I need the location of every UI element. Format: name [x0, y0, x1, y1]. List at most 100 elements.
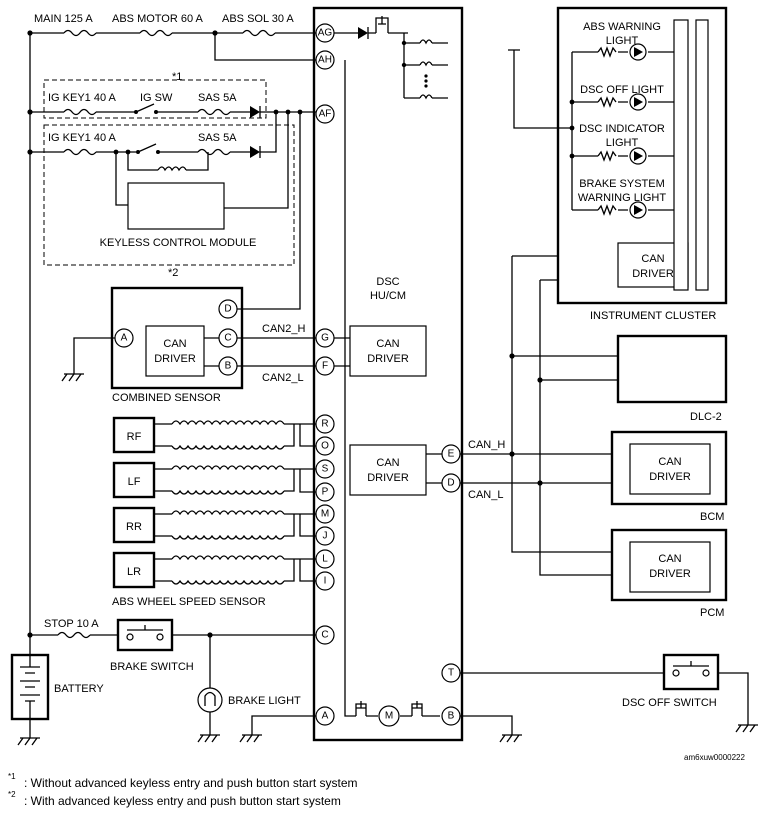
dsc-off-switch-label: DSC OFF SWITCH — [622, 697, 717, 709]
footnote-1-mark: *1 — [8, 772, 16, 781]
brake-switch-contact-icon — [126, 625, 164, 641]
bcm-can-label-a: CAN — [658, 456, 681, 468]
pcm-can-driver — [629, 541, 711, 593]
dlc-2-label: DLC-2 — [690, 411, 722, 423]
wheel-sensor-group-label: ABS WHEEL SPEED SENSOR — [112, 596, 266, 608]
brake-light-label: BRAKE LIGHT — [228, 695, 301, 707]
brake-warning-light-label-a: BRAKE SYSTEM — [579, 178, 665, 190]
ground-icon — [239, 734, 262, 743]
motor-symbol: M — [385, 711, 393, 722]
combined-can-label-b: DRIVER — [154, 353, 196, 365]
wheel-sensor-rf — [112, 416, 316, 454]
footnote-2-mark: *2 — [8, 790, 16, 799]
diode-icon — [250, 146, 260, 158]
cluster-can-label-a: CAN — [641, 253, 664, 265]
combined-pin-a: A — [121, 333, 128, 344]
option-1-mark: *1 — [172, 71, 182, 83]
dsc-pump-motor-icon — [378, 705, 400, 727]
pin-e: E — [448, 449, 455, 460]
dsc-ground-wiring — [239, 60, 522, 743]
brake-circuit-wiring — [27, 631, 316, 743]
ig-key-circuit-1 — [27, 103, 316, 118]
ground-icon — [197, 734, 220, 743]
main-fuse-icon — [63, 29, 97, 37]
pin-g: G — [321, 333, 329, 344]
can2-l-label: CAN2_L — [262, 372, 304, 384]
ground-icon — [17, 737, 40, 746]
power-feed-wiring — [27, 30, 316, 655]
ground-icon — [499, 734, 522, 743]
option-1-boundary — [43, 79, 267, 119]
can-l-label: CAN_L — [468, 489, 503, 501]
dsc-can-driver-1-label-a: CAN — [376, 338, 399, 350]
warning-lamp-icons — [629, 43, 647, 219]
dsc-can-driver-1-label-b: DRIVER — [367, 353, 409, 365]
combined-sensor-label: COMBINED SENSOR — [112, 392, 221, 404]
combined-sensor-can-driver — [145, 325, 205, 377]
dsc-off-switch-wiring — [460, 672, 749, 725]
abs-warning-light-label-b: LIGHT — [606, 35, 639, 47]
footnote-1-text: : Without advanced keyless entry and pus… — [24, 776, 358, 790]
abs-sol-fuse-icon — [242, 29, 276, 37]
pin-b: B — [448, 711, 455, 722]
brake-warning-light-label-b: WARNING LIGHT — [578, 192, 666, 204]
option-2-mark: *2 — [168, 267, 178, 279]
ig-sw-label: IG SW — [140, 92, 173, 104]
dsc-can-driver-internal-1 — [349, 325, 427, 377]
fuse-abs-motor-label: ABS MOTOR 60 A — [112, 13, 204, 25]
keyless-control-module-label: KEYLESS CONTROL MODULE — [100, 237, 257, 249]
dsc-indicator-light-label-a: DSC INDICATOR — [579, 123, 665, 135]
combined-pin-d: D — [224, 304, 231, 315]
pin-p: P — [322, 487, 329, 498]
resistor-icon — [597, 204, 617, 216]
wheel-sensor-rr — [112, 506, 316, 544]
dsc-can-driver-internal-2 — [349, 444, 427, 496]
pin-i: I — [324, 576, 327, 587]
fuse-main-label: MAIN 125 A — [34, 13, 93, 25]
pin-m: M — [321, 509, 329, 520]
keyless-control-module-box — [127, 182, 225, 230]
solenoid-coil-icon — [419, 39, 433, 45]
instrument-cluster-label: INSTRUMENT CLUSTER — [590, 310, 716, 322]
dsc-indicator-light-label-b: LIGHT — [606, 137, 639, 149]
brake-light-icon — [197, 687, 223, 713]
dsc-can-driver-2-label-a: CAN — [376, 457, 399, 469]
dsc-can-driver-2-label-b: DRIVER — [367, 472, 409, 484]
dsc-off-switch-box — [662, 653, 720, 691]
diode-icon — [358, 27, 368, 39]
combined-can-label-a: CAN — [163, 338, 186, 350]
stop-fuse-icon — [57, 631, 91, 639]
resistor-icon — [597, 46, 617, 58]
battery-icon — [10, 653, 50, 746]
ground-icon — [61, 373, 84, 382]
fuse-sas-b-label: SAS 5A — [198, 132, 237, 144]
option-2-boundary — [43, 124, 295, 266]
pcm-label: PCM — [700, 607, 724, 619]
bcm-label: BCM — [700, 511, 724, 523]
cluster-can-label-b: DRIVER — [632, 268, 674, 280]
figure-code: am6xuw0000222 — [684, 753, 745, 762]
fuse-abs-sol-label: ABS SOL 30 A — [222, 13, 294, 25]
brake-switch-label: BRAKE SWITCH — [110, 661, 194, 673]
pin-o: O — [321, 441, 329, 452]
cluster-lamp-wiring — [508, 46, 674, 216]
dsc-label: DSC — [376, 276, 399, 288]
abs-warning-light-label-a: ABS WARNING — [583, 21, 661, 33]
pin-af: AF — [319, 109, 332, 120]
ground-icon — [735, 724, 758, 733]
bcm-can-label-b: DRIVER — [649, 471, 691, 483]
fuse-ig-key1-a-label: IG KEY1 40 A — [48, 92, 117, 104]
can-h-label: CAN_H — [468, 439, 505, 451]
dsc-solenoid-group — [334, 16, 448, 100]
dsc-hu-cm-label: HU/CM — [370, 290, 406, 302]
fuse-ig-key1-b-label: IG KEY1 40 A — [48, 132, 117, 144]
wheel-sensor-lf-label: LF — [128, 476, 141, 488]
wheel-sensor-lr — [112, 551, 316, 589]
resistor-icon — [597, 96, 617, 108]
dsc-off-switch-contact-icon — [672, 661, 710, 677]
wheel-sensor-lr-label: LR — [127, 566, 141, 578]
resistor-icon — [597, 150, 617, 162]
pin-t: T — [448, 668, 454, 679]
fuse-stop-label: STOP 10 A — [44, 618, 99, 630]
